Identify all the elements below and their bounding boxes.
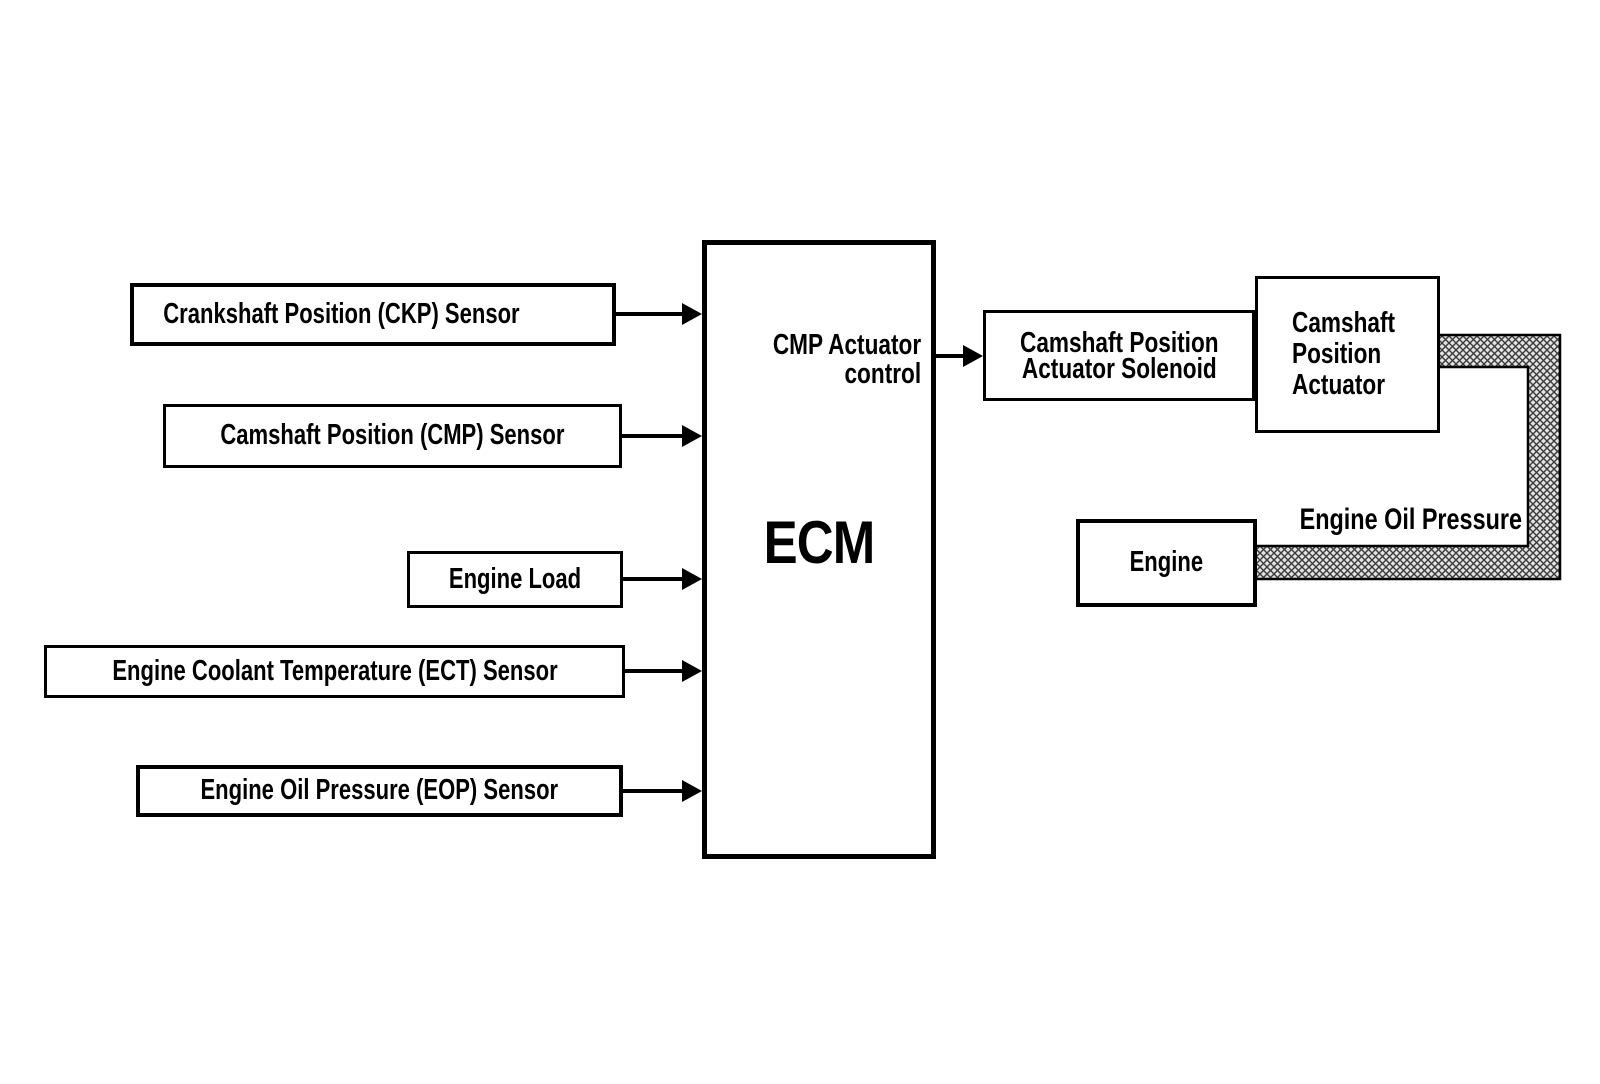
arrowhead-right-icon	[963, 345, 983, 367]
arrow-shaft	[623, 789, 686, 793]
solenoid-label-line1: Camshaft Position	[1019, 326, 1219, 359]
sensor-label-ckp: Crankshaft Position (CKP) Sensor	[162, 297, 520, 330]
cmp-actuator-control-label: CMP Actuator control	[773, 331, 921, 389]
solenoid-box: Camshaft Position Actuator Solenoid	[983, 310, 1255, 401]
sensor-label-eop: Engine Oil Pressure (EOP) Sensor	[200, 774, 559, 807]
engine-box: Engine	[1076, 519, 1257, 607]
engine-label: Engine	[1129, 546, 1204, 579]
arrow-ect-to-ecm	[625, 660, 702, 682]
arrow-shaft	[623, 577, 686, 581]
ecm-title: ECM	[763, 509, 876, 576]
sensor-box-eop: Engine Oil Pressure (EOP) Sensor	[136, 765, 623, 817]
actuator-box: Camshaft Position Actuator	[1255, 276, 1440, 433]
sensor-label-cmp: Camshaft Position (CMP) Sensor	[220, 419, 565, 452]
actuator-label-line3: Actuator	[1292, 369, 1386, 401]
arrow-shaft	[622, 434, 686, 438]
sensor-box-ect: Engine Coolant Temperature (ECT) Sensor	[44, 645, 625, 698]
sensor-box-engine-load: Engine Load	[407, 551, 623, 608]
cmp-actuator-control-line1: CMP Actuator	[772, 329, 921, 361]
sensor-box-ckp: Crankshaft Position (CKP) Sensor	[130, 283, 616, 346]
actuator-label-line2: Position	[1292, 338, 1382, 370]
arrowhead-right-icon	[682, 780, 702, 802]
arrow-cmp-to-ecm	[622, 425, 702, 447]
arrow-ckp-to-ecm	[616, 303, 702, 325]
cmp-actuator-control-line2: control	[844, 358, 921, 390]
arrow-shaft	[936, 354, 967, 358]
sensor-label-ect: Engine Coolant Temperature (ECT) Sensor	[111, 654, 558, 687]
oil-pressure-label: Engine Oil Pressure	[1299, 503, 1522, 536]
arrowhead-right-icon	[682, 660, 702, 682]
ecm-box: CMP Actuator control ECM	[702, 240, 936, 859]
arrow-engine-load-to-ecm	[623, 568, 702, 590]
arrow-shaft	[625, 669, 686, 673]
arrow-shaft	[616, 312, 686, 316]
actuator-label-line1: Camshaft	[1292, 307, 1396, 339]
actuator-label: Camshaft Position Actuator	[1292, 308, 1395, 401]
arrowhead-right-icon	[682, 303, 702, 325]
solenoid-label-line2: Actuator Solenoid	[1021, 352, 1217, 385]
sensor-box-cmp: Camshaft Position (CMP) Sensor	[163, 404, 622, 468]
solenoid-label: Camshaft Position Actuator Solenoid	[1019, 326, 1219, 385]
arrowhead-right-icon	[682, 568, 702, 590]
arrow-ecm-to-solenoid	[936, 345, 983, 367]
arrowhead-right-icon	[682, 425, 702, 447]
arrow-eop-to-ecm	[623, 780, 702, 802]
sensor-label-engine-load: Engine Load	[448, 562, 582, 595]
